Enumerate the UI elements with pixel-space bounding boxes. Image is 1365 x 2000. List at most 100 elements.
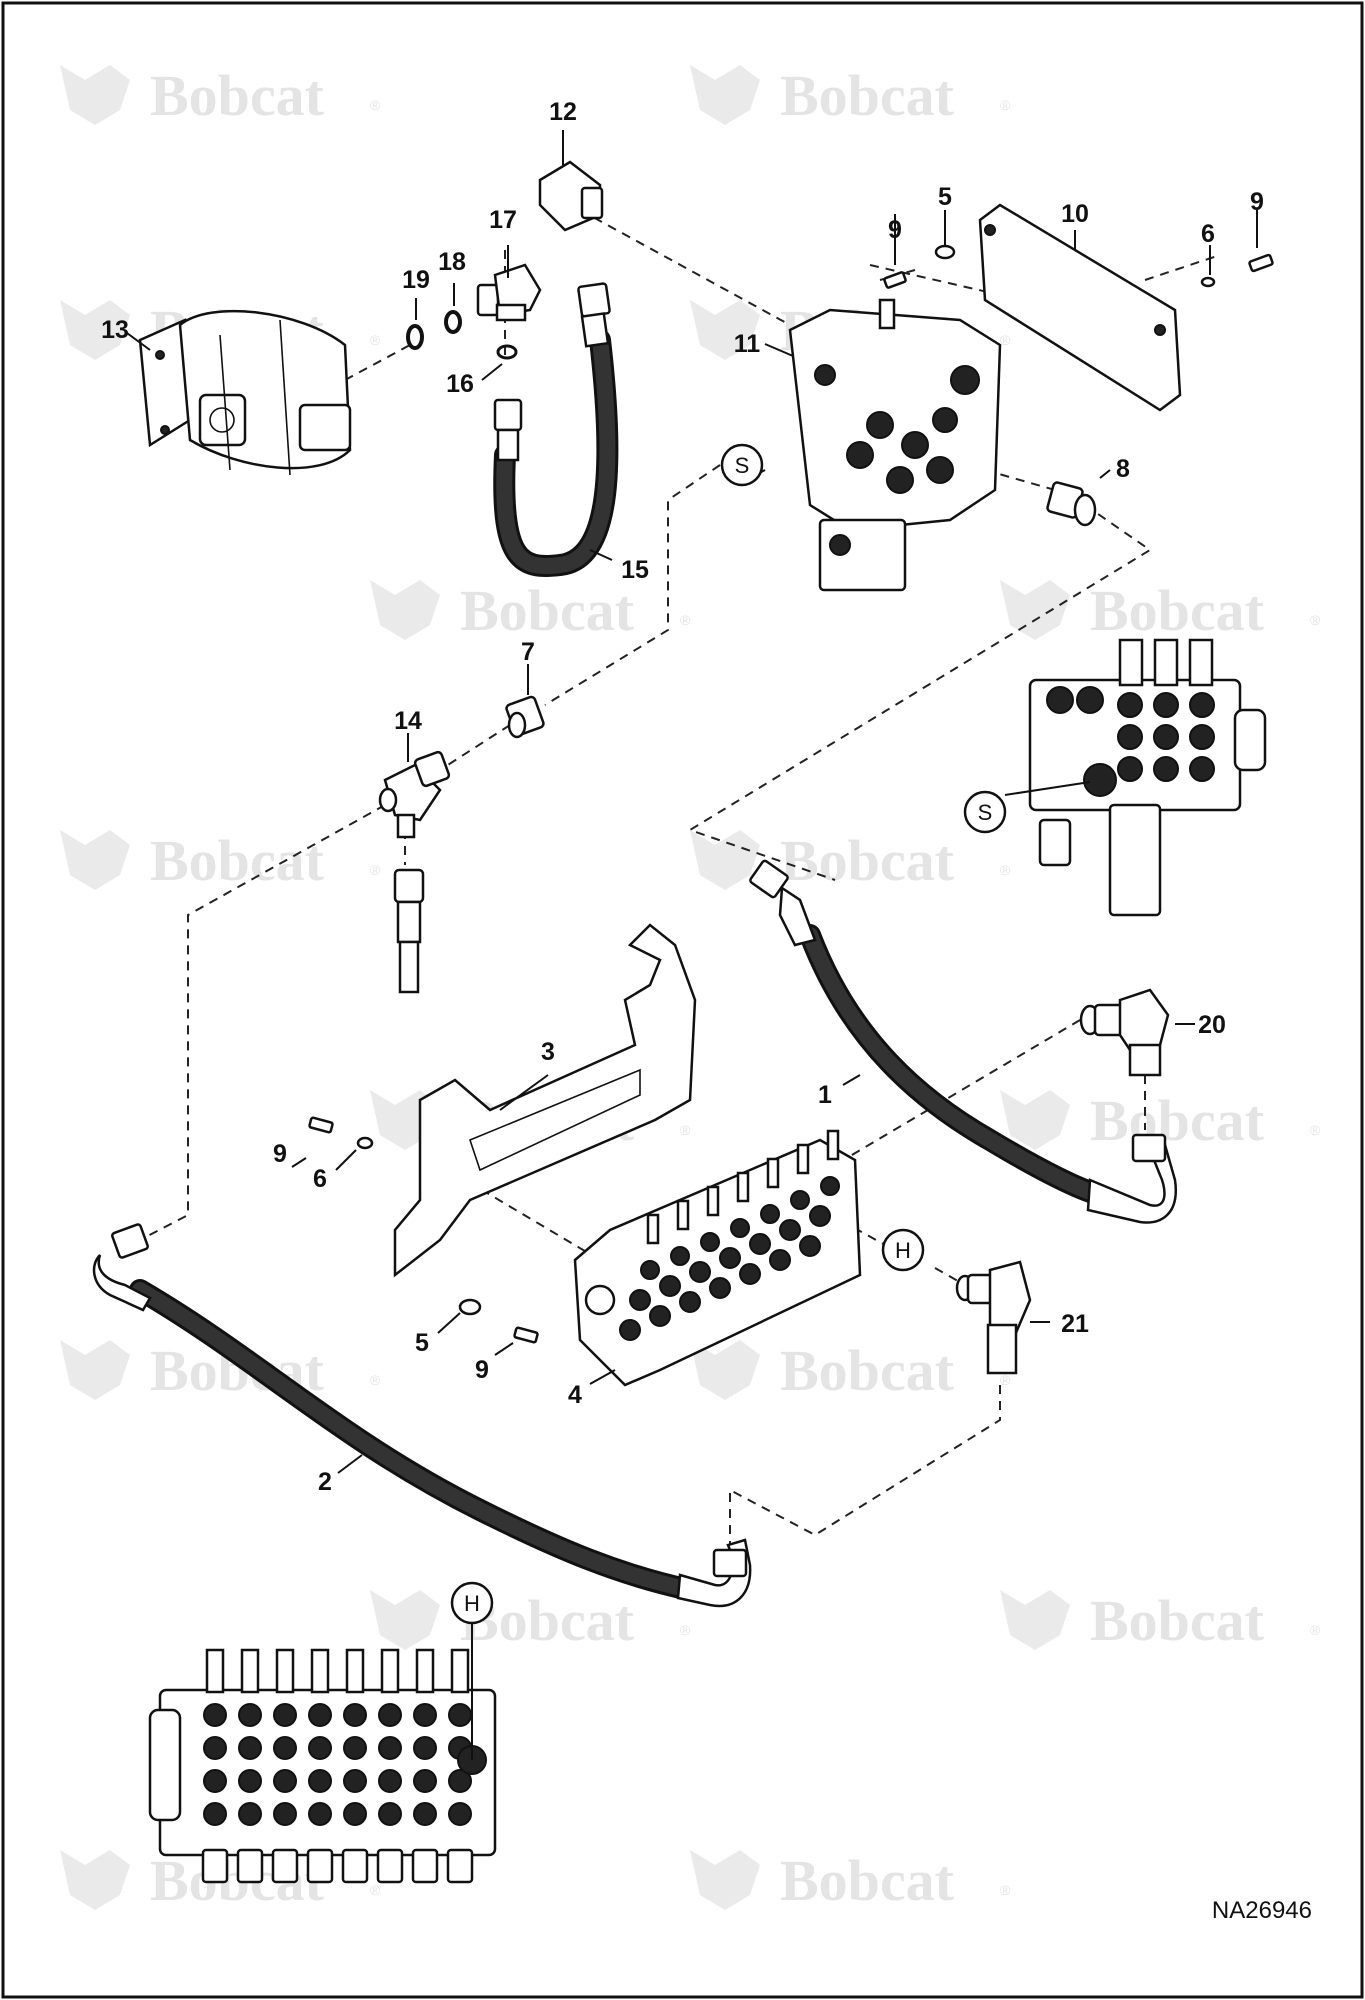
watermark-text: Bobcat (150, 828, 325, 893)
valve-11-solenoid-port (829, 534, 851, 556)
detail-view-h-bank (148, 1648, 497, 1884)
marker-h-mid-circle (881, 1228, 925, 1272)
fitting-12-nut (580, 186, 604, 220)
bobcat-head-icon (60, 1340, 130, 1400)
callout-9-mid: 9 (273, 1140, 287, 1168)
detail-h-cap (376, 1848, 404, 1884)
detail-h-cap (411, 1848, 439, 1884)
bobcat-watermark: Bobcat® (1000, 1588, 1321, 1653)
watermark-registered: ® (680, 1622, 691, 1638)
detail-h-port (378, 1802, 402, 1826)
detail-h-spool (415, 1648, 435, 1694)
bolt-9-bottom (513, 1326, 539, 1344)
bank-4-port (769, 1249, 791, 1271)
leader-s-inset (1004, 781, 1091, 796)
detail-h-port (343, 1736, 367, 1760)
detail-h-cap (236, 1848, 264, 1884)
bank-4-port (809, 1205, 831, 1227)
callout-4: 4 (568, 1381, 582, 1409)
watermark-registered: ® (370, 97, 381, 113)
detail-s-spool-3 (1188, 638, 1214, 687)
detail-h-port (273, 1802, 297, 1826)
detail-h-port (378, 1769, 402, 1793)
callout-8: 8 (1116, 455, 1130, 483)
detail-s-spool-2 (1153, 638, 1179, 687)
watermark-registered: ® (680, 1122, 691, 1138)
bobcat-head-icon (690, 300, 760, 360)
hose-1-core (802, 927, 1108, 1203)
detail-s-end-cap (1233, 708, 1267, 772)
bank-4-spool (676, 1199, 690, 1231)
leader-1 (842, 1074, 861, 1086)
detail-h-cap (306, 1848, 334, 1884)
leader-11 (764, 343, 794, 357)
detail-s-port (1189, 756, 1215, 782)
hose-2-nut-left (111, 1223, 149, 1259)
detail-h-port (238, 1736, 262, 1760)
hose-end-nut (393, 868, 425, 904)
hose-15-ferrule-right (580, 312, 610, 348)
marker-h-inset: H (464, 1591, 480, 1616)
dash-13-to-19 (344, 344, 411, 381)
detail-h-spool (275, 1648, 295, 1694)
bank-4-port (649, 1305, 671, 1327)
valve-bank-4-spools (646, 1129, 840, 1245)
detail-s-connector (1038, 818, 1072, 867)
elbow-fitting-17 (476, 263, 542, 322)
pump-13 (138, 309, 352, 476)
leader-5-mid (437, 1312, 461, 1334)
bobcat-head-icon (370, 1590, 440, 1650)
detail-s-solenoid (1108, 803, 1162, 917)
watermark-registered: ® (1310, 1622, 1321, 1638)
bank-4-port (799, 1235, 821, 1257)
detail-h-port (413, 1769, 437, 1793)
watermark-text: Bobcat (460, 578, 635, 643)
bobcat-head-icon (1000, 1090, 1070, 1150)
detail-h-spool (345, 1648, 365, 1694)
detail-h-spool (240, 1648, 260, 1694)
detail-h-ports (201, 1648, 474, 1884)
hose-fittings (92, 282, 1178, 1608)
hose-end-ferrule (396, 900, 422, 944)
detail-h-port (203, 1703, 227, 1727)
watermark-text: Bobcat (780, 63, 955, 128)
dash-h-to-21 (934, 1267, 966, 1286)
plate-10-hole-2 (1154, 324, 1166, 336)
bank-4-port (689, 1261, 711, 1283)
watermark-registered: ® (1000, 332, 1011, 348)
bobcat-head-icon (370, 580, 440, 640)
detail-h-port (273, 1769, 297, 1793)
detail-h-port (448, 1703, 472, 1727)
callout-9-top: 9 (888, 216, 902, 244)
watermark-text: Bobcat (1090, 1088, 1265, 1153)
leader-16 (481, 363, 503, 381)
bobcat-head-icon (60, 1850, 130, 1910)
o-ring-18 (444, 310, 462, 334)
valve-11-port-7 (932, 407, 958, 433)
bank-4-spool (646, 1213, 660, 1245)
dash-14-to-2 (139, 804, 386, 1241)
detail-s-port (1189, 724, 1215, 750)
leader-13 (126, 332, 151, 351)
callout-20: 20 (1198, 1011, 1226, 1039)
hose-2-elbow-left (92, 1254, 152, 1312)
pump-port-hole (209, 407, 235, 433)
bobcat-head-icon (60, 300, 130, 360)
marker-h-mid: H (895, 1238, 911, 1263)
hose-1 (799, 924, 1111, 1206)
callout-5-mid: 5 (415, 1329, 429, 1357)
fitting-20-stem (1128, 1043, 1162, 1077)
fitting-21-stem (986, 1323, 1018, 1375)
detail-h-port (378, 1736, 402, 1760)
detail-h-end-cap (148, 1708, 182, 1822)
bank-4-port (790, 1190, 810, 1210)
leader-4 (589, 1369, 616, 1385)
leader-2 (337, 1454, 363, 1474)
bank-4-spool (826, 1129, 840, 1161)
detail-h-port (238, 1802, 262, 1826)
detail-h-port (413, 1736, 437, 1760)
callout-11: 11 (734, 330, 761, 358)
